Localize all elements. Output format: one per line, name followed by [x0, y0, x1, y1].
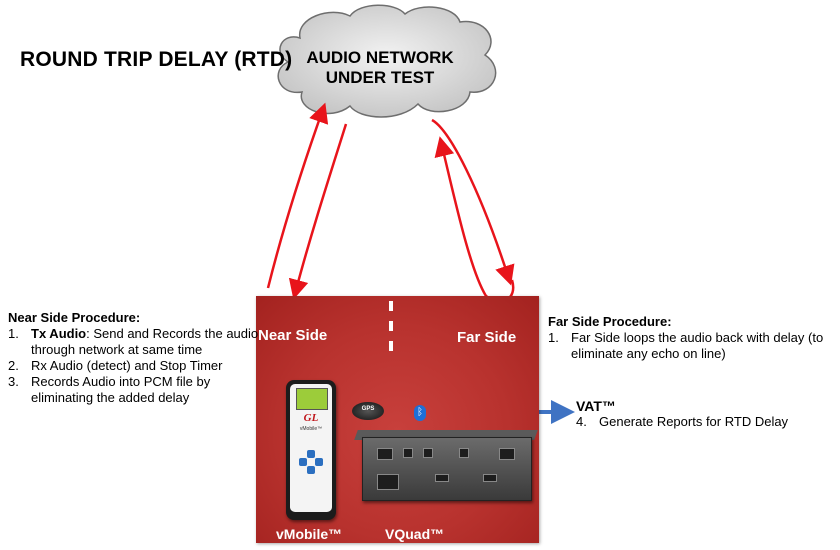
far-step: 1.Far Side loops the audio back with del… [548, 330, 824, 361]
vmobile-device: GL vMobile™ [286, 380, 336, 520]
ethernet-port-icon [499, 448, 515, 460]
diagram-title: ROUND TRIP DELAY (RTD) [20, 48, 293, 71]
far-down-arrow [431, 118, 515, 286]
vmobile-brand-text: vMobile™ [299, 426, 323, 432]
vmobile-label: vMobile™ [276, 526, 343, 542]
near-step: 1.Tx Audio: Send and Records the audio t… [8, 326, 259, 357]
network-cloud-label: AUDIO NETWORK UNDER TEST [300, 48, 460, 88]
side-divider [389, 301, 393, 351]
port-icon [459, 448, 469, 458]
far-loop-arrow [434, 136, 515, 303]
near-side-label: Near Side [258, 327, 328, 344]
vquad-device [362, 437, 532, 501]
gl-logo: GL [303, 412, 319, 424]
cloud-line-2: UNDER TEST [325, 68, 435, 87]
near-tx-arrow [266, 102, 329, 289]
cloud-line-1: AUDIO NETWORK [306, 48, 454, 67]
dpad-icon [299, 450, 323, 474]
near-procedure-heading: Near Side Procedure: [8, 310, 141, 325]
vmobile-face: GL vMobile™ [290, 384, 332, 512]
gps-antenna-icon: GPS [352, 402, 384, 420]
near-side-procedure: Near Side Procedure: 1.Tx Audio: Send an… [8, 310, 268, 406]
cloud-shape [277, 4, 497, 118]
port-icon [403, 448, 413, 458]
bluetooth-icon: ᛒ [414, 405, 426, 421]
vat-title: VAT™ [576, 398, 616, 414]
vmobile-screen [296, 388, 328, 410]
port-icon [423, 448, 433, 458]
vat-step: 4.Generate Reports for RTD Delay [576, 414, 789, 429]
near-step: 3.Records Audio into PCM file by elimina… [8, 374, 211, 405]
usb-port-icon [483, 474, 497, 482]
near-rx-arrow [288, 123, 348, 300]
near-step: 2.Rx Audio (detect) and Stop Timer [8, 358, 223, 373]
vat-section: VAT™ 4.Generate Reports for RTD Delay [576, 398, 788, 430]
ethernet-port-icon [377, 448, 393, 460]
far-side-procedure: Far Side Procedure: 1.Far Side loops the… [548, 314, 838, 362]
gps-label: GPS [361, 406, 375, 412]
vquad-label: VQuad™ [385, 526, 445, 542]
far-procedure-heading: Far Side Procedure: [548, 314, 672, 329]
far-side-label: Far Side [457, 329, 517, 346]
usb-port-icon [435, 474, 449, 482]
vent-icon [377, 474, 399, 490]
